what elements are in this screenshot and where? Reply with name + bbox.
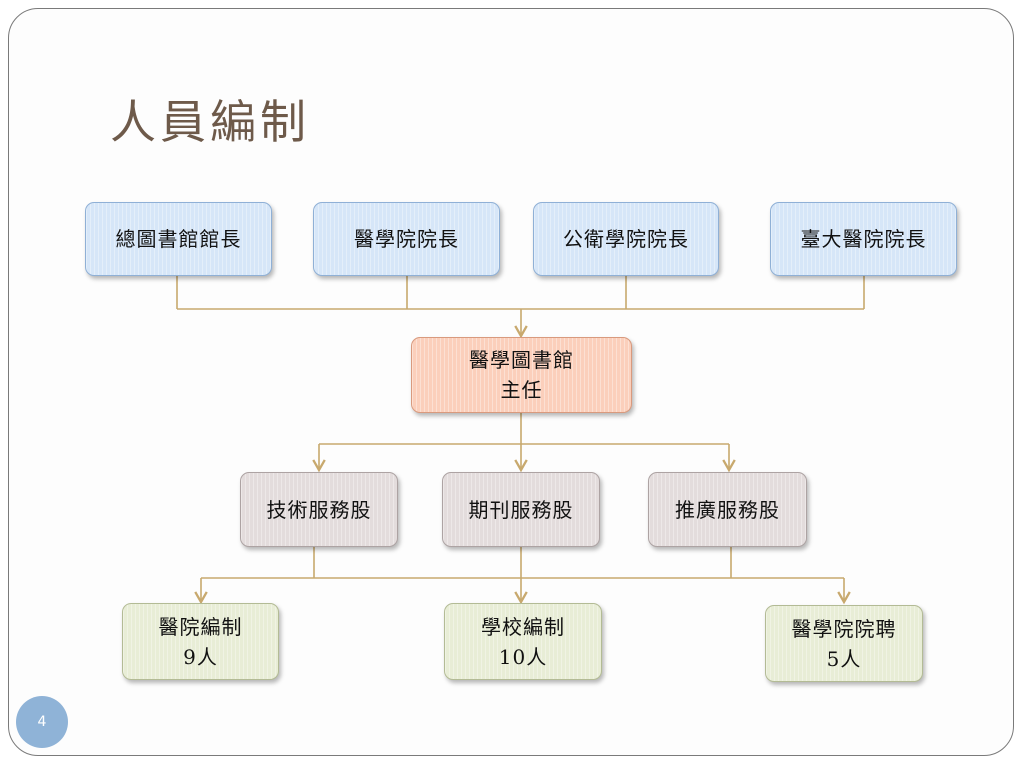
node-label: 期刊服務股	[468, 497, 574, 522]
node-label: 總圖書館館長	[115, 227, 242, 251]
node-outreach-services: 推廣服務股	[648, 472, 807, 547]
node-label-line1: 醫院編制	[158, 614, 243, 639]
node-medicine-dean: 醫學院院長	[313, 202, 500, 276]
node-label: 醫學院院長	[354, 227, 459, 251]
node-technical-services: 技術服務股	[240, 472, 398, 547]
node-school-staff: 學校編制 10人	[444, 603, 602, 680]
node-label: 臺大醫院院長	[800, 227, 927, 251]
node-library-director: 總圖書館館長	[85, 202, 272, 276]
node-label: 推廣服務股	[675, 497, 780, 522]
page-number: 4	[37, 714, 47, 730]
node-serials-services: 期刊服務股	[442, 472, 600, 547]
node-hospital-staff: 醫院編制 9人	[122, 603, 279, 680]
node-label-line1: 學校編制	[481, 614, 565, 639]
node-label: 技術服務股	[266, 497, 372, 522]
slide-title: 人員編制	[110, 95, 310, 149]
node-label-line2: 5人	[826, 646, 862, 671]
node-public-health-dean: 公衛學院院長	[533, 202, 719, 276]
node-college-staff: 醫學院院聘 5人	[765, 605, 923, 682]
node-label: 公衛學院院長	[563, 227, 689, 251]
node-label-line1: 醫學圖書館	[469, 348, 574, 372]
node-hospital-superintendent: 臺大醫院院長	[770, 202, 957, 276]
node-label-line2: 10人	[498, 644, 548, 669]
node-label-line2: 主任	[500, 378, 543, 402]
node-medical-library-director: 醫學圖書館 主任	[411, 337, 632, 413]
node-label-line1: 醫學院院聘	[791, 616, 897, 641]
node-label-line2: 9人	[183, 644, 218, 669]
page-number-badge: 4	[16, 696, 68, 748]
